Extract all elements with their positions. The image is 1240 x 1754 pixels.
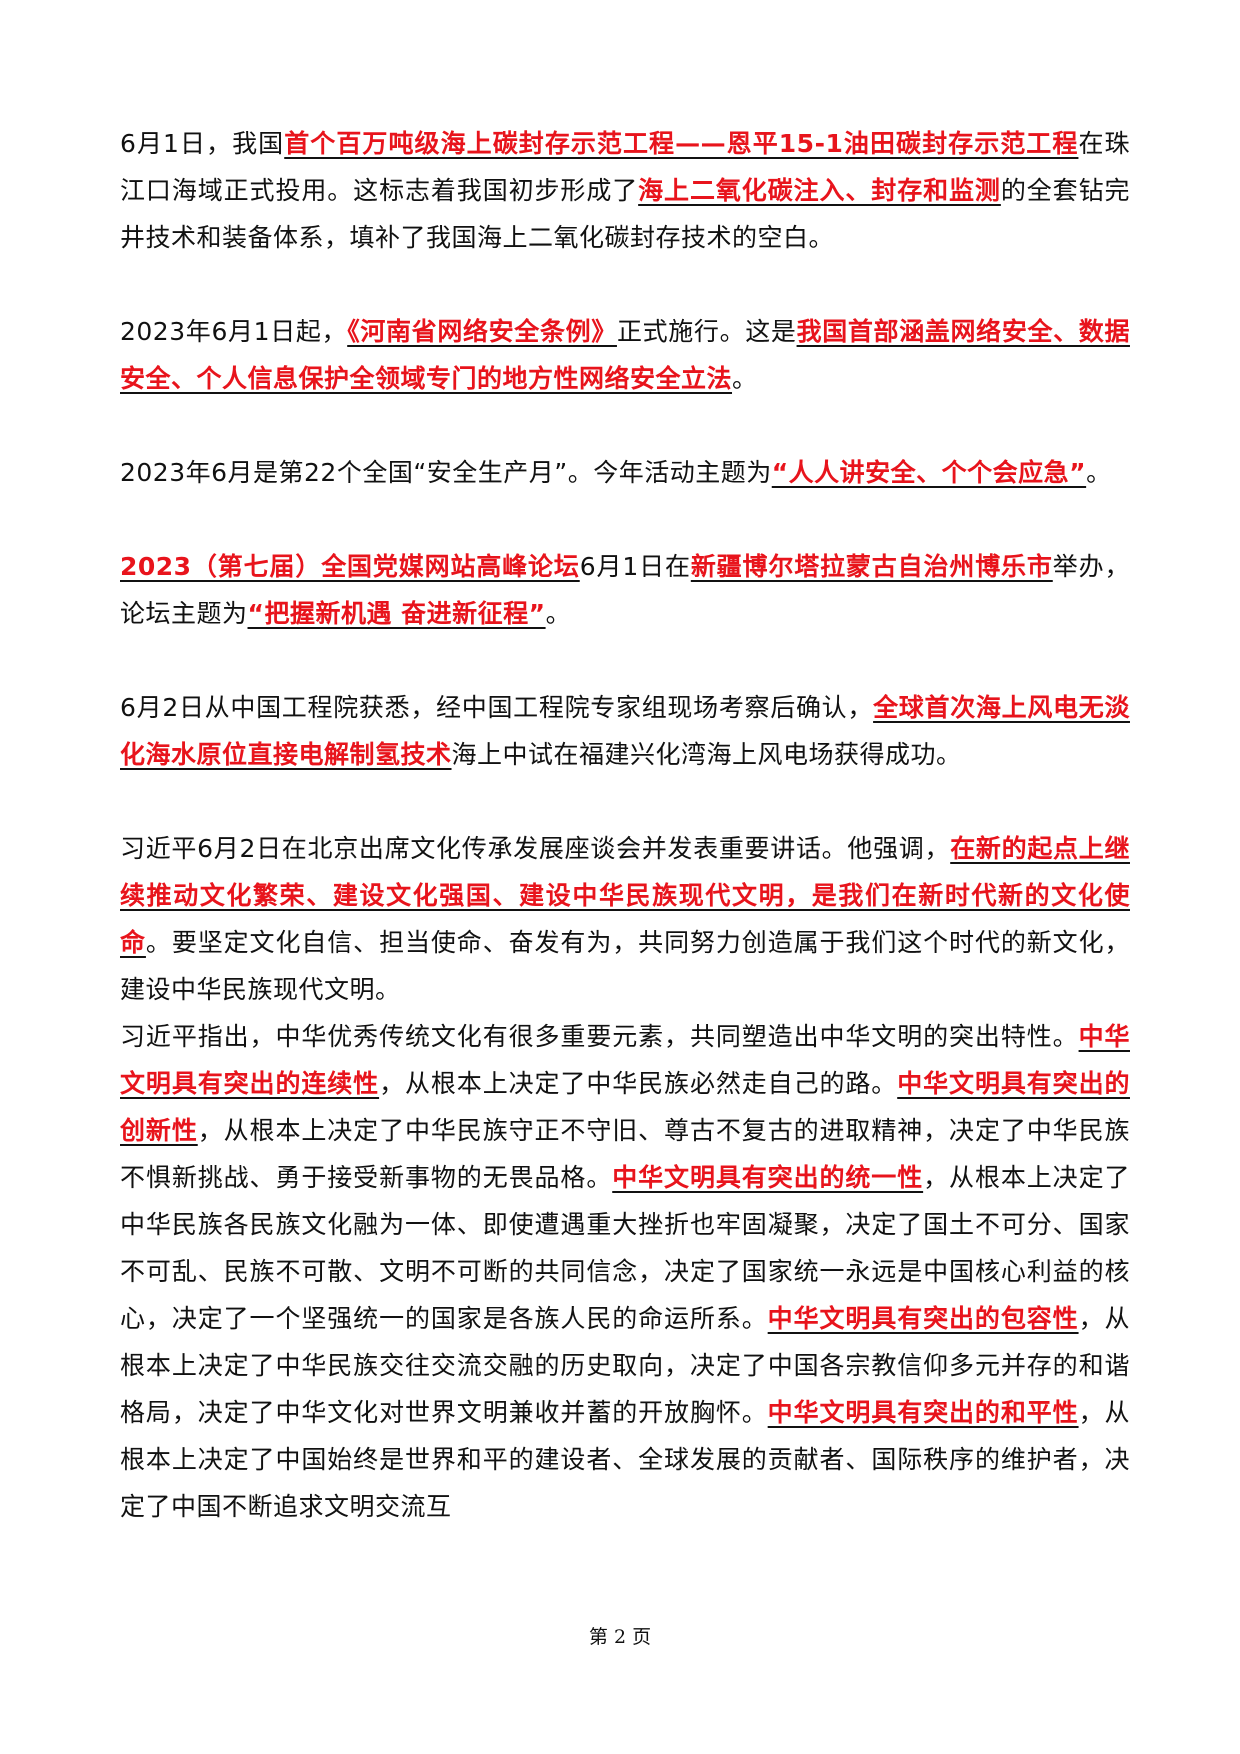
highlighted-phrase: 中华文明具有突出的包容性 (767, 1304, 1079, 1333)
highlighted-phrase: 中华文明具有突出的统一性 (612, 1163, 924, 1192)
text-segment: 。要坚定文化自信、担当使命、奋发有为，共同努力创造属于我们这个时代的新文化，建设… (120, 928, 1130, 1004)
highlighted-phrase: 新疆博尔塔拉蒙古自治州博乐市 (690, 552, 1053, 581)
text-segment: 习近平指出，中华优秀传统文化有很多重要元素，共同塑造出中华文明的突出特性。 (120, 1022, 1079, 1051)
text-segment: 。 (732, 364, 758, 393)
text-segment: ，从根本上决定了中国始终是世界和平的建设者、全球发展的贡献者、国际秩序的维护者，… (120, 1398, 1130, 1521)
text-segment: 2023年6月1日起， (120, 317, 348, 346)
highlighted-phrase: 中华文明具有突出的连续性 (120, 1022, 1130, 1098)
text-segment: 6月1日，我国 (120, 129, 285, 158)
paragraph-offshore-hydrogen: 6月2日从中国工程院获悉，经中国工程院专家组现场考察后确认，全球首次海上风电无淡… (120, 684, 1130, 778)
paragraph-safety-month: 2023年6月是第22个全国“安全生产月”。今年活动主题为“人人讲安全、个个会应… (120, 449, 1130, 496)
text-segment: 6月2日从中国工程院获悉，经中国工程院专家组现场考察后确认， (120, 693, 874, 722)
paragraph-henan-cyber-law: 2023年6月1日起，《河南省网络安全条例》正式施行。这是我国首部涵盖网络安全、… (120, 308, 1130, 402)
text-segment: 的全套钻完井技术和装备体系，填补了我国海上二氧化碳封存技术的空白。 (120, 176, 1130, 252)
highlighted-phrase: “把握新机遇 奋进新征程” (247, 599, 546, 628)
text-segment: 2023年6月是第22个全国“安全生产月”。今年活动主题为 (120, 458, 772, 487)
paragraph-civilization-traits: 习近平指出，中华优秀传统文化有很多重要元素，共同塑造出中华文明的突出特性。中华文… (120, 1013, 1130, 1530)
text-segment: ，从根本上决定了中华民族守正不守旧、尊古不复古的进取精神，决定了中华民族不惧新挑… (120, 1116, 1130, 1192)
highlighted-phrase: 中华文明具有突出的创新性 (120, 1069, 1130, 1145)
paragraph-carbon-storage: 6月1日，我国首个百万吨级海上碳封存示范工程——恩平15-1油田碳封存示范工程在… (120, 120, 1130, 261)
highlighted-phrase: 海上二氧化碳注入、封存和监测 (638, 176, 1001, 205)
text-segment: 习近平6月2日在北京出席文化传承发展座谈会并发表重要讲话。他强调， (120, 834, 951, 863)
highlighted-phrase: 中华文明具有突出的和平性 (767, 1398, 1079, 1427)
highlighted-phrase: “人人讲安全、个个会应急” (771, 458, 1087, 487)
text-segment: 正式施行。这是 (616, 317, 797, 346)
highlighted-phrase: 2023（第七届）全国党媒网站高峰论坛 (120, 552, 580, 581)
paragraph-media-forum: 2023（第七届）全国党媒网站高峰论坛6月1日在新疆博尔塔拉蒙古自治州博乐市举办… (120, 543, 1130, 637)
highlighted-phrase: 首个百万吨级海上碳封存示范工程——恩平15-1油田碳封存示范工程 (284, 129, 1079, 158)
highlighted-phrase: 在新的起点上继续推动文化繁荣、建设文化强国、建设中华民族现代文明，是我们在新时代… (120, 834, 1130, 957)
highlighted-phrase: 全球首次海上风电无淡化海水原位直接电解制氢技术 (120, 693, 1130, 769)
text-segment: 海上中试在福建兴化湾海上风电场获得成功。 (451, 740, 962, 769)
paragraph-culture-forum: 习近平6月2日在北京出席文化传承发展座谈会并发表重要讲话。他强调，在新的起点上继… (120, 825, 1130, 1013)
text-segment: 在珠江口海域正式投用。这标志着我国初步形成了 (120, 129, 1130, 205)
document-body: 6月1日，我国首个百万吨级海上碳封存示范工程——恩平15-1油田碳封存示范工程在… (120, 120, 1130, 1530)
highlighted-phrase: 我国首部涵盖网络安全、数据安全、个人信息保护全领域专门的地方性网络安全立法 (120, 317, 1130, 393)
highlighted-phrase: 《河南省网络安全条例》 (347, 317, 617, 346)
text-segment: 6月1日在 (579, 552, 691, 581)
text-segment: 。 (545, 599, 572, 628)
text-segment: ，从根本上决定了中华民族各民族文化融为一体、即使遭遇重大挫折也牢固凝聚，决定了国… (120, 1163, 1130, 1333)
page-number: 第 2 页 (588, 1626, 652, 1648)
text-segment: 。 (1086, 458, 1112, 487)
text-segment: ，从根本上决定了中华民族必然走自己的路。 (379, 1069, 898, 1098)
text-segment: ，从根本上决定了中华民族交往交流交融的历史取向，决定了中国各宗教信仰多元并存的和… (120, 1304, 1130, 1427)
text-segment: 举办，论坛主题为 (120, 552, 1130, 628)
